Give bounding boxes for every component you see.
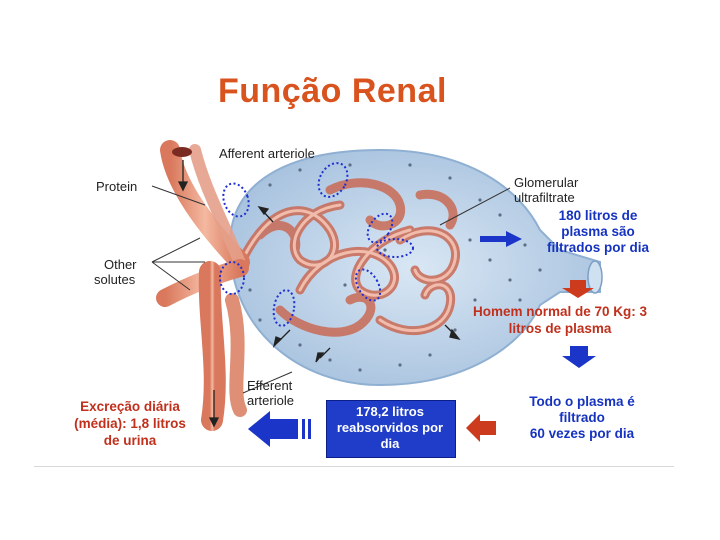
page-title: Função Renal (218, 72, 447, 110)
excretion-line-2: (média): 1,8 litros (74, 416, 186, 431)
efferent-label-2: arteriole (247, 393, 294, 408)
glomerular-label-1: Glomerular (514, 175, 579, 190)
excretion-line-3: de urina (103, 433, 157, 448)
excretion-line-1: Excreção diária (80, 399, 180, 414)
vessels (156, 140, 250, 431)
reabsorbed-box (326, 400, 456, 458)
filtered-note-line-2: plasma são (561, 224, 635, 239)
flow-arrows (177, 160, 461, 428)
normal-man-line-2: litros de plasma (508, 321, 612, 336)
all-plasma-line-3: 60 vezes por dia (529, 426, 635, 441)
reabsorbed-line-1: 178,2 litros (356, 404, 424, 419)
filtered-note: 180 litros de plasma são filtrados por d… (540, 208, 656, 256)
red-left-arrow (466, 414, 496, 442)
efferent-label-1: Efferent (247, 378, 293, 393)
red-down-arrow (562, 280, 594, 298)
normal-man-note: Homem normal de 70 Kg: 3 litros de plasm… (468, 303, 652, 337)
filtration-arrow (480, 231, 522, 247)
all-plasma-note: Todo o plasma é filtrado 60 vezes por di… (520, 394, 644, 442)
leader-lines (151, 185, 511, 394)
reabsorbed-note: 178,2 litros reabsorvidos por dia (326, 404, 454, 452)
solute-dots (248, 163, 542, 372)
all-plasma-line-1: Todo o plasma é (529, 394, 635, 409)
all-plasma-line-2: filtrado (559, 410, 605, 425)
normal-man-line-1: Homem normal de 70 Kg: 3 (472, 304, 648, 319)
other-solutes-label-2: solutes (94, 272, 136, 287)
excretion-note: Excreção diária (média): 1,8 litros de u… (62, 398, 198, 449)
filtered-note-line-1: 180 litros de (558, 208, 638, 223)
glomerular-label-2: ultrafiltrate (514, 190, 575, 205)
other-solutes-label-1: Other (104, 257, 137, 272)
blue-left-arrow (248, 411, 311, 447)
protein-label: Protein (96, 179, 138, 194)
afferent-arteriole-label: Afferent arteriole (219, 146, 315, 161)
blue-down-arrow (562, 346, 596, 368)
reabsorption-markers (219, 162, 414, 327)
reabsorbed-line-2: reabsorvidos (336, 420, 419, 435)
reabsorbed-line-3: por dia (380, 420, 444, 451)
filtered-note-line-3: filtrados por dia (546, 240, 649, 255)
divider-line (34, 466, 674, 467)
